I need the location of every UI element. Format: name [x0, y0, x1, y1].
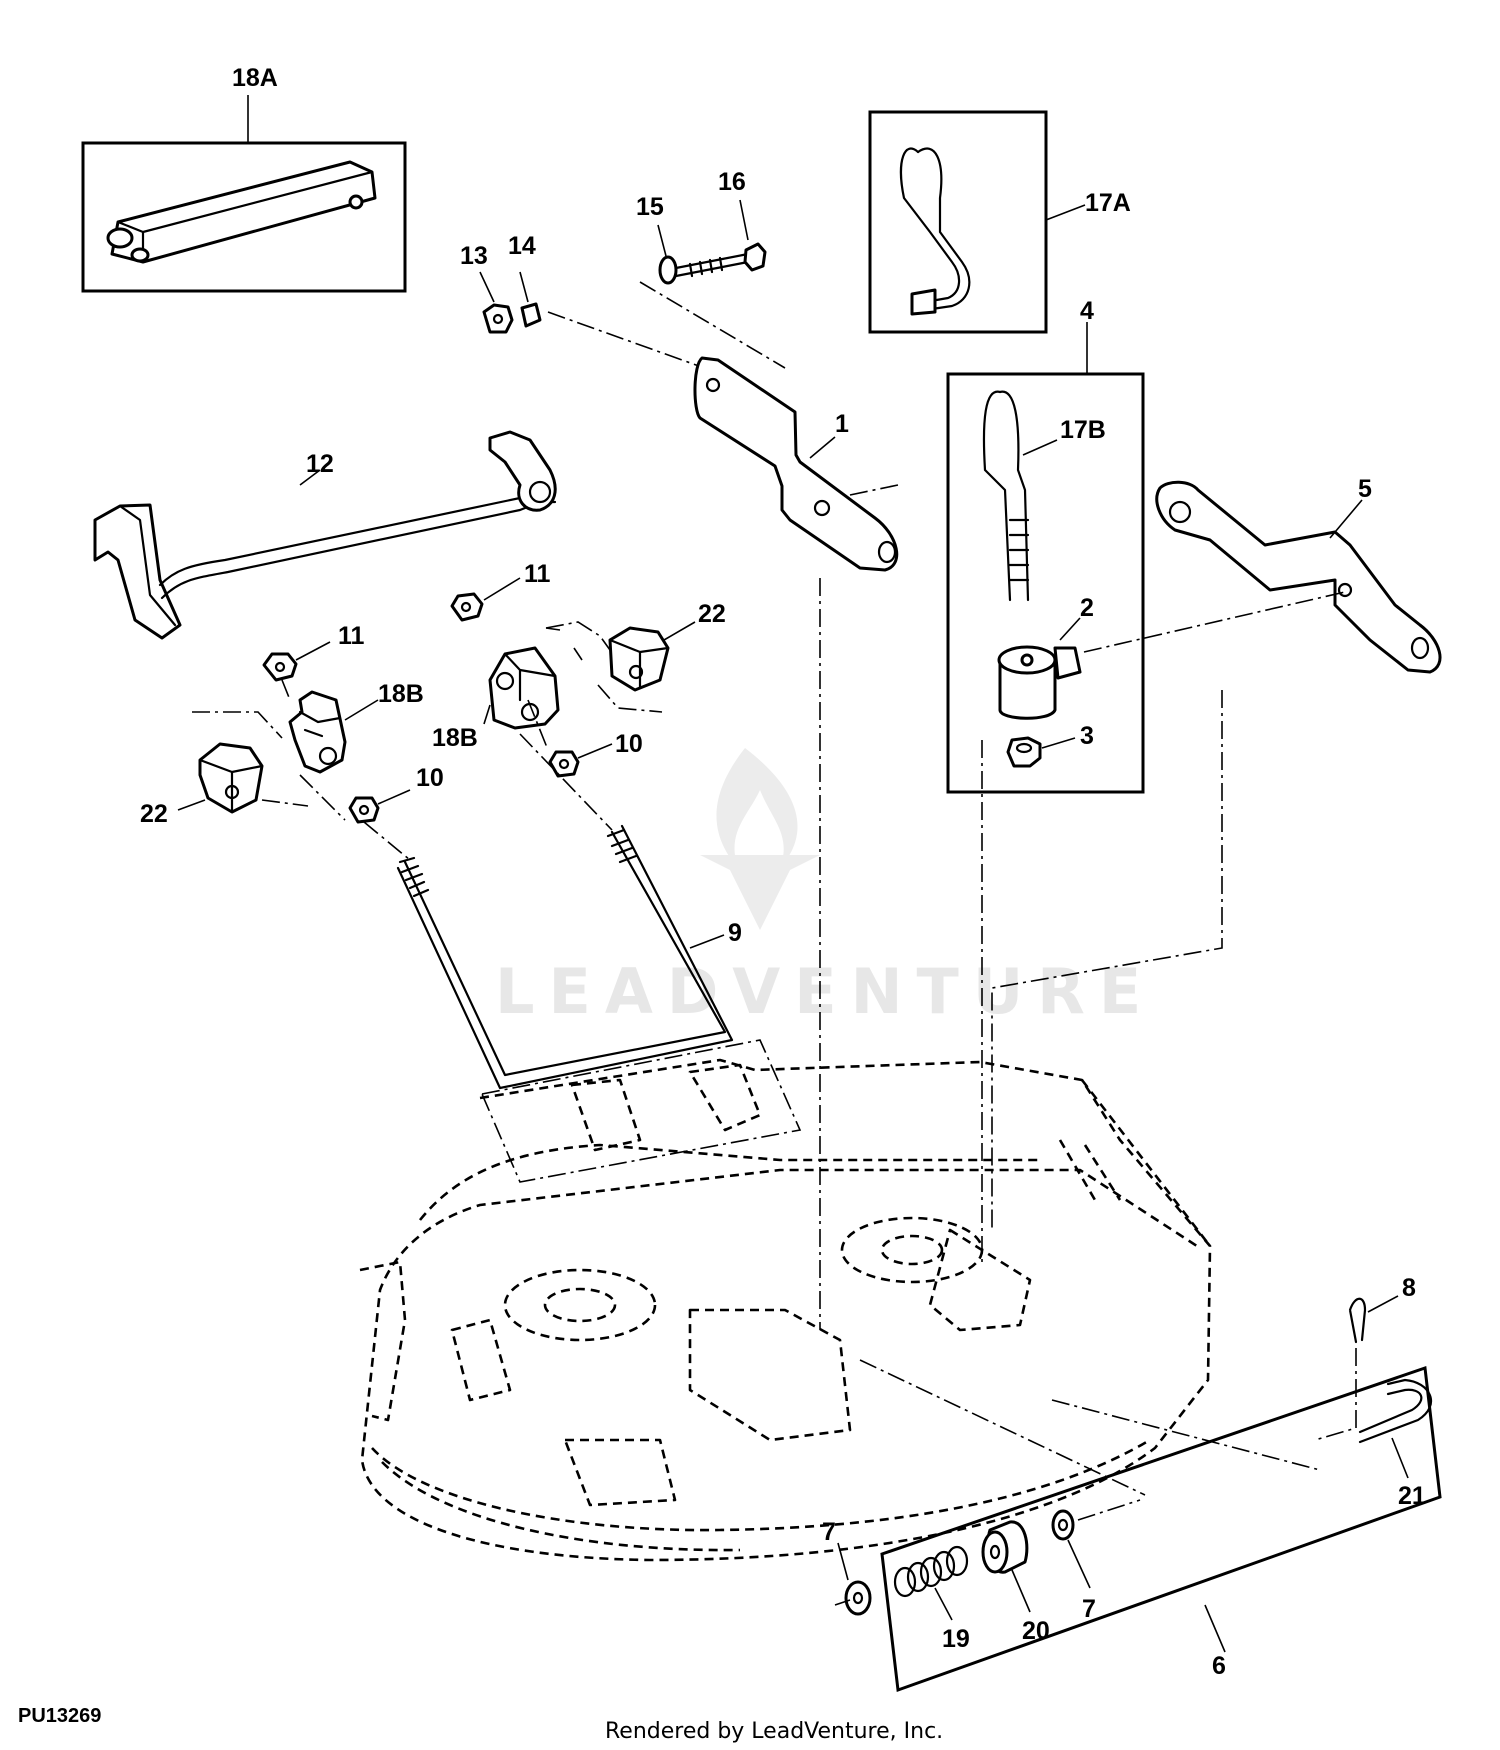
- part-20-shape: [981, 1520, 1031, 1613]
- callout-12: 12: [306, 450, 334, 478]
- part-22a-shape: [177, 742, 264, 814]
- part-4-group: [946, 322, 1145, 794]
- callout-7-right: 7: [1082, 1595, 1096, 1623]
- part-13-shape: [479, 271, 514, 334]
- part-17A-group: [868, 110, 1086, 334]
- part-9-shape: [396, 824, 734, 1090]
- part-7a-shape: [837, 1542, 872, 1616]
- figure-code: PU13269: [18, 1705, 101, 1727]
- callout-17B: 17B: [1060, 416, 1106, 444]
- part-3-shape: [1006, 736, 1076, 768]
- callout-5: 5: [1358, 475, 1372, 503]
- callout-7-left: 7: [822, 1518, 836, 1546]
- part-7b-shape: [1051, 1509, 1091, 1589]
- part-10a-shape: [348, 789, 411, 824]
- part-16-shape: [674, 199, 767, 278]
- part-18A-shape: [106, 160, 377, 264]
- part-1-shape: [693, 356, 899, 572]
- part-14-shape: [519, 271, 542, 328]
- callout-11-upper: 11: [524, 560, 551, 588]
- part-6-box: [880, 1365, 1442, 1693]
- part-18A-box: [81, 141, 407, 293]
- part-18Ba-shape: [288, 690, 379, 774]
- callout-10-left: 10: [416, 764, 444, 792]
- part-5-shape: [1155, 480, 1442, 674]
- part-4-box: [946, 372, 1145, 794]
- watermark: LEADVENTURE: [495, 748, 1155, 1028]
- part-12-shape: [93, 430, 557, 640]
- callout-18B-right: 18B: [432, 724, 478, 752]
- callout-18A: 18A: [232, 64, 278, 92]
- part-18A-group: [81, 95, 407, 293]
- callout-13: 13: [460, 242, 488, 270]
- callout-6: 6: [1212, 1652, 1226, 1680]
- callout-9: 9: [728, 919, 742, 947]
- watermark-text: LEADVENTURE: [495, 955, 1155, 1028]
- part-19-shape: [893, 1545, 969, 1621]
- callout-20: 20: [1022, 1617, 1050, 1645]
- callout-21: 21: [1398, 1482, 1426, 1510]
- callout-labels: 18A 16 15 13 14 17A 4 17B 1 12 5 11 11 2…: [140, 64, 1426, 1680]
- part-2-shape: [997, 617, 1082, 720]
- part-21-shape: [1358, 1378, 1432, 1479]
- callout-14: 14: [508, 232, 536, 260]
- part-22b-shape: [608, 621, 696, 692]
- credit-line: Rendered by LeadVenture, Inc.: [605, 1719, 943, 1744]
- part-11a-shape: [262, 641, 331, 682]
- part-10b-shape: [548, 743, 613, 778]
- callout-15: 15: [636, 193, 664, 221]
- part-11b-shape: [450, 577, 521, 622]
- part-6-group: [834, 1365, 1442, 1693]
- part-15-shape: [657, 224, 678, 285]
- part-17B-shape: [982, 390, 1058, 602]
- callout-16: 16: [718, 168, 746, 196]
- callout-22-right: 22: [698, 600, 726, 628]
- part-18Bb-shape: [483, 646, 560, 730]
- callout-19: 19: [942, 1625, 970, 1653]
- callout-11-lower: 11: [338, 622, 365, 650]
- callout-10-right: 10: [615, 730, 643, 758]
- part-17A-box: [868, 110, 1048, 334]
- part-8-shape: [1348, 1295, 1399, 1344]
- callout-8: 8: [1402, 1274, 1416, 1302]
- callout-17A: 17A: [1085, 189, 1131, 217]
- callout-2: 2: [1080, 594, 1094, 622]
- callout-18B-left: 18B: [378, 680, 424, 708]
- callout-4: 4: [1080, 297, 1094, 325]
- part-17A-shape: [899, 147, 971, 316]
- callout-22-left: 22: [140, 800, 168, 828]
- callout-1: 1: [835, 410, 849, 438]
- callout-3: 3: [1080, 722, 1094, 750]
